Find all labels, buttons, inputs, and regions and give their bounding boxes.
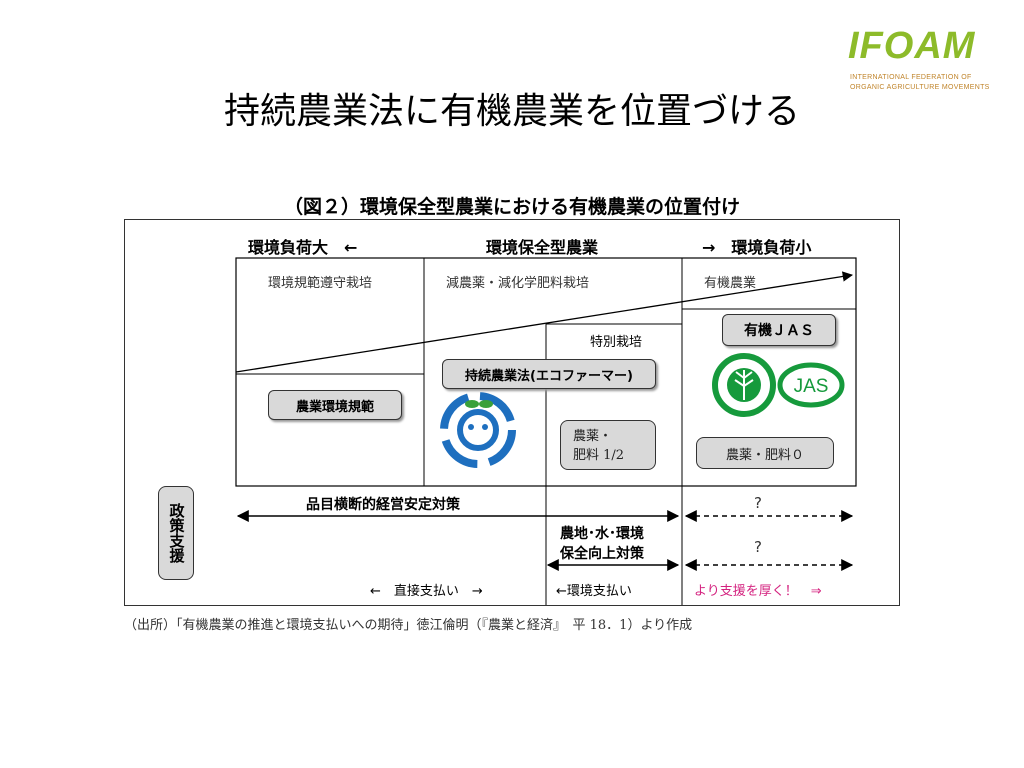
header-left: 環境負荷大 ←	[248, 238, 358, 257]
slide-title: 持続農業法に有機農業を位置づける	[223, 91, 800, 132]
yuki-bubble: 農薬・肥料０	[696, 437, 834, 469]
policy-support-label: 政策支援	[167, 503, 186, 563]
eco-farmer-mark-icon	[440, 392, 516, 468]
logo-line-1: INTERNATIONAL FEDERATION OF	[850, 74, 972, 81]
nochi-label-line-1: 農地･水･環境	[560, 526, 644, 542]
column-label-yuki: 有機農業	[704, 276, 757, 291]
yuki-jas-box: 有機ＪＡＳ	[722, 314, 836, 346]
header-center: 環境保全型農業	[486, 238, 599, 257]
yori-shien-label: より支援を厚く！ ⇒	[694, 584, 822, 599]
figure-frame	[124, 219, 900, 606]
trend-arrow	[235, 271, 854, 373]
tokubetsu-bubble-line-1: 農薬・	[573, 429, 613, 444]
tokubetsu-label: 特別栽培	[590, 335, 643, 350]
question-mark-2: ?	[754, 538, 762, 556]
jas-mark-text: JAS	[794, 376, 829, 397]
hinmoku-label: 品目横断的経営安定対策	[306, 497, 460, 513]
nochi-label-line-2: 保全向上対策	[560, 546, 644, 562]
kankyo-shiharai-label: ←環境支払い	[556, 584, 632, 599]
jizoku-nogyo-ho-box: 持続農業法(エコファーマー)	[442, 359, 656, 389]
logo-line-2: ORGANIC AGRICULTURE MOVEMENTS	[850, 84, 990, 91]
ifoam-logo: IFOAM INTERNATIONAL FEDERATION OF ORGANI…	[848, 26, 1000, 96]
figure-title: （図２）環境保全型農業における有機農業の位置付け	[283, 196, 740, 218]
source-note: （出所）「有機農業の推進と環境支払いへの期待」徳江倫明（『農業と経済』 平 18…	[124, 618, 693, 633]
logo-wordmark: IFOAM	[848, 25, 976, 67]
nogyo-kankyo-kihan-box: 農業環境規範	[268, 390, 402, 420]
column-label-gennouyaku: 減農薬・減化学肥料栽培	[446, 276, 590, 291]
jas-mark-icon	[712, 353, 845, 417]
tokubetsu-bubble-line-2: 肥料 1/2	[573, 448, 625, 463]
column-label-kihan: 環境規範遵守栽培	[268, 276, 373, 291]
header-right: → 環境負荷小	[702, 238, 812, 257]
tokubetsu-bubble: 農薬・ 肥料 1/2	[560, 420, 656, 470]
policy-support-box: 政策支援	[158, 486, 194, 580]
question-mark-1: ?	[754, 494, 762, 512]
chokusetsu-shiharai-label: ← 直接支払い →	[370, 584, 483, 599]
